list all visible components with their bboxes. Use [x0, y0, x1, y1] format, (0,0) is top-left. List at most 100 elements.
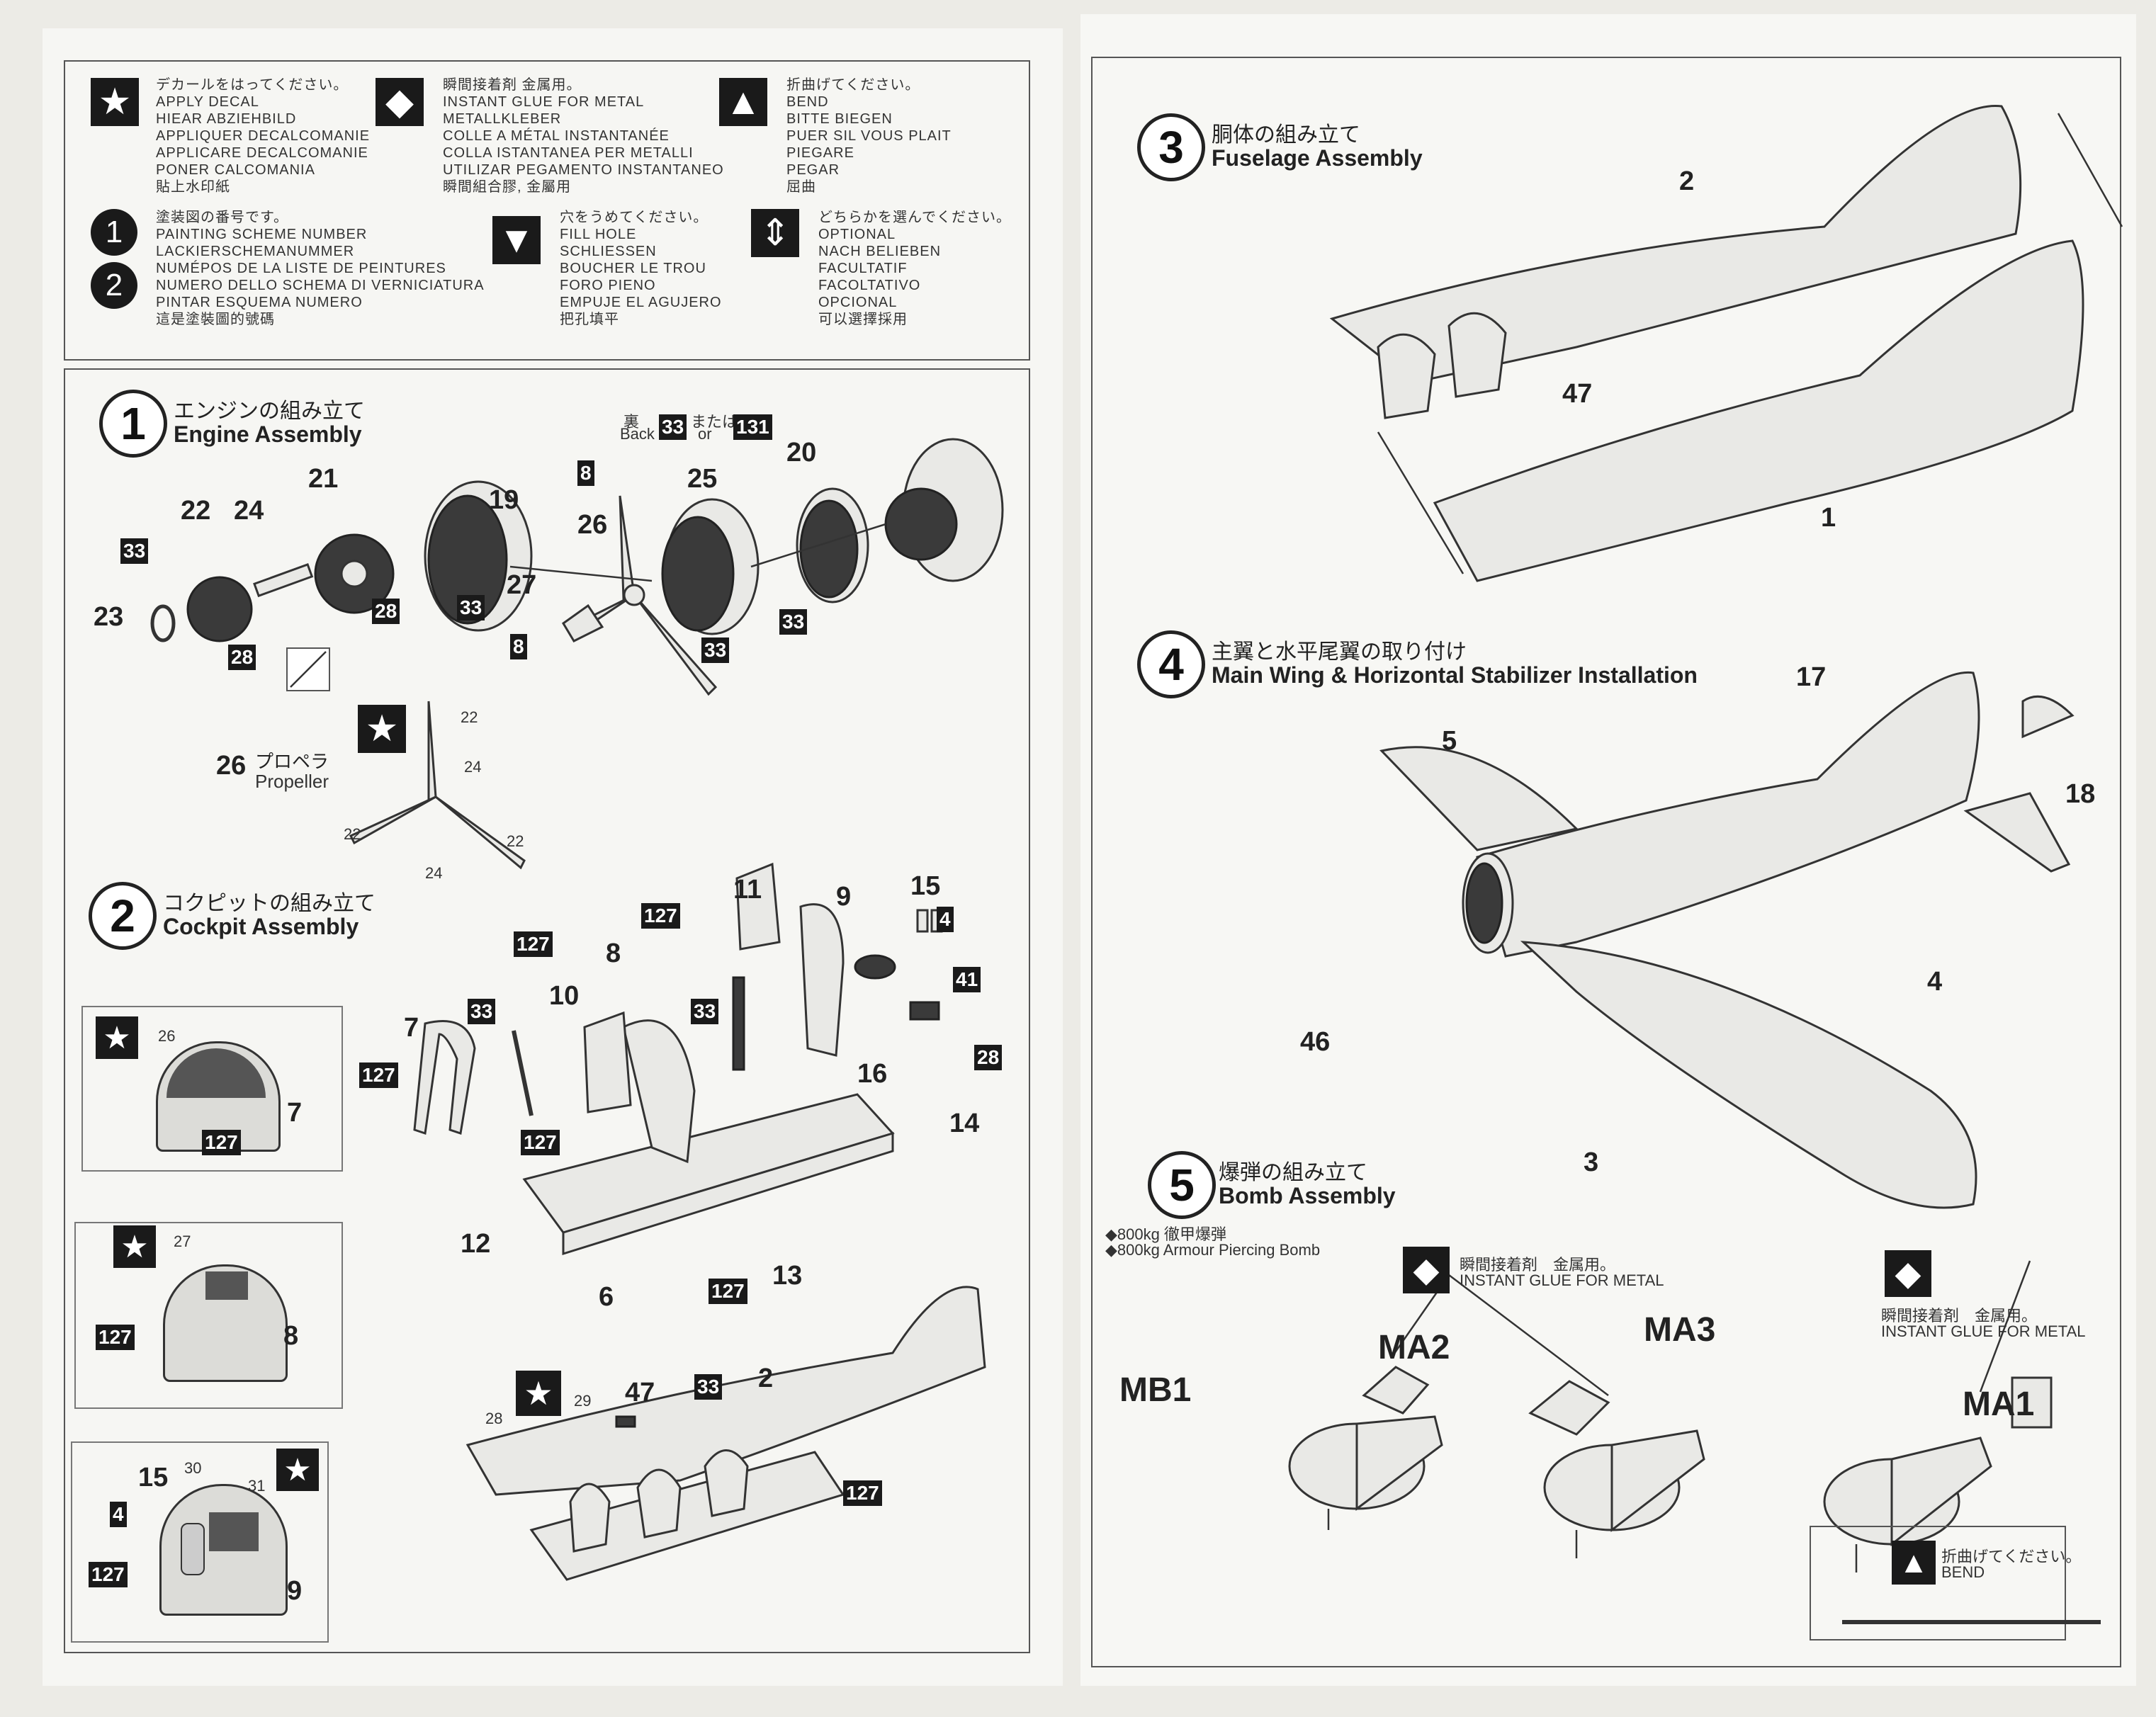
tag-28-engine-b: 28: [228, 645, 256, 670]
star-icon: ★: [276, 1449, 319, 1491]
tag-28-cockpit: 28: [974, 1045, 1003, 1070]
part-8-inset: 8: [283, 1321, 299, 1351]
part-25: 25: [687, 464, 718, 494]
part-7-inset: 7: [287, 1098, 303, 1128]
step-4-title-jp: 主翼と水平尾翼の取り付け: [1212, 640, 1467, 664]
part-47-fuselage: 47: [1562, 379, 1593, 409]
tag-127-fuse: 127: [843, 1480, 882, 1506]
step-4-number: 4: [1137, 630, 1205, 698]
panel-3-bottles: [181, 1523, 205, 1575]
part-24: 24: [234, 496, 264, 526]
part-15-inset: 15: [138, 1463, 169, 1492]
part-19: 19: [489, 485, 519, 515]
bend-icon: ▲: [1892, 1541, 1936, 1585]
part-9: 9: [836, 882, 852, 912]
bomb-ma3-shape: [1543, 1429, 1705, 1558]
decal-29: 29: [574, 1392, 592, 1410]
bend-icon: ▲: [719, 78, 767, 126]
inset-instrument-panel-3: [71, 1441, 329, 1643]
glue-label-jp: 瞬間接着剤 金属用。: [1460, 1256, 1616, 1274]
label-ma2: MA2: [1378, 1329, 1450, 1366]
step-1-title-jp: エンジンの組み立て: [174, 400, 365, 423]
or-label-en: or: [698, 425, 712, 443]
tag-127-c: 127: [359, 1062, 398, 1088]
decal-22-right: 22: [507, 832, 524, 850]
part-22: 22: [181, 496, 211, 526]
tag-8-prop: 8: [577, 460, 594, 486]
tag-33-ring-20: 33: [779, 609, 808, 635]
part-12: 12: [461, 1229, 491, 1259]
inset-instrument-panel-1: [81, 1006, 343, 1172]
part-6: 6: [599, 1282, 614, 1312]
step-3-title-en: Fuselage Assembly: [1212, 145, 1423, 171]
fill-hole-icon: ▼: [492, 216, 541, 264]
star-icon: ★: [113, 1225, 156, 1268]
step-3-title-jp: 胴体の組み立て: [1212, 123, 1360, 147]
propeller-label-en: Propeller: [255, 771, 329, 792]
part-17: 17: [1796, 662, 1827, 692]
star-icon: ★: [516, 1371, 561, 1416]
tag-33-back: 33: [659, 414, 687, 440]
label-ma1: MA1: [1963, 1386, 2035, 1423]
part-1-fuselage: 1: [1821, 503, 1836, 533]
propeller-number: 26: [216, 751, 247, 781]
tag-33-cowl-25: 33: [701, 638, 730, 663]
step-2-title-jp: コクピットの組み立て: [163, 892, 376, 915]
bomb-desc-en: ◆800kg Armour Piercing Bomb: [1105, 1241, 1321, 1259]
step-1-number: 1: [99, 390, 167, 458]
bomb-desc-jp: ◆800kg 徹甲爆弾: [1105, 1225, 1226, 1243]
bend-label-jp: 折曲げてください。: [1941, 1548, 2082, 1565]
part-11: 11: [733, 875, 762, 905]
part-15: 15: [910, 871, 941, 901]
steps-3-5-box: [1091, 57, 2121, 1667]
part-8: 8: [606, 939, 621, 968]
tag-127-inset2: 127: [96, 1325, 135, 1350]
decal-26: 26: [158, 1027, 176, 1045]
part-7: 7: [404, 1013, 419, 1043]
glue2-label-en: INSTANT GLUE FOR METAL: [1881, 1322, 2086, 1340]
tag-127-e: 127: [709, 1279, 747, 1304]
inset-instrument-panel-2: [74, 1222, 343, 1409]
label-mb1: MB1: [1119, 1371, 1192, 1409]
tag-8-spinner: 8: [510, 634, 527, 659]
painting-scheme-2-icon: 2: [91, 262, 137, 309]
tag-33-engine-left: 33: [120, 538, 149, 564]
panel-2-face: [205, 1271, 248, 1300]
part-20: 20: [786, 438, 817, 468]
glue2-label-jp: 瞬間接着剤 金属用。: [1881, 1307, 2038, 1325]
steps-1-2-box: [64, 368, 1030, 1653]
part-10: 10: [549, 981, 580, 1011]
step-4-title-en: Main Wing & Horizontal Stabilizer Instal…: [1212, 662, 1698, 688]
step-1-title-en: Engine Assembly: [174, 421, 362, 447]
part-21: 21: [308, 464, 339, 494]
tag-33-fuse: 33: [694, 1374, 723, 1400]
glue-diamond-icon: ◆: [1403, 1247, 1450, 1293]
decal-24-top: 24: [464, 758, 482, 776]
star-icon: ★: [358, 705, 406, 753]
legend-box: [64, 60, 1030, 361]
tag-33-b: 33: [691, 999, 719, 1024]
propeller-label-jp: プロペラ: [255, 751, 329, 772]
tag-127-inset1: 127: [202, 1130, 241, 1155]
airframe-drawing: [1288, 104, 2123, 1640]
back-label-jp: 裏: [623, 413, 640, 431]
tag-127-a: 127: [514, 931, 553, 957]
tag-41: 41: [953, 967, 981, 992]
part-4: 4: [1927, 967, 1943, 997]
part-13: 13: [772, 1261, 803, 1291]
part-16: 16: [857, 1059, 888, 1089]
or-label-jp: または: [691, 413, 738, 431]
part-2-fuselage: 2: [1679, 166, 1695, 196]
tag-4: 4: [937, 907, 954, 932]
star-icon: ★: [96, 1016, 138, 1059]
tag-127-inset3: 127: [89, 1562, 128, 1587]
part-23: 23: [94, 602, 124, 632]
step-2-number: 2: [89, 882, 157, 950]
tag-33-cowling: 33: [457, 595, 485, 620]
bomb-ma1-shape: [1823, 1436, 1992, 1572]
